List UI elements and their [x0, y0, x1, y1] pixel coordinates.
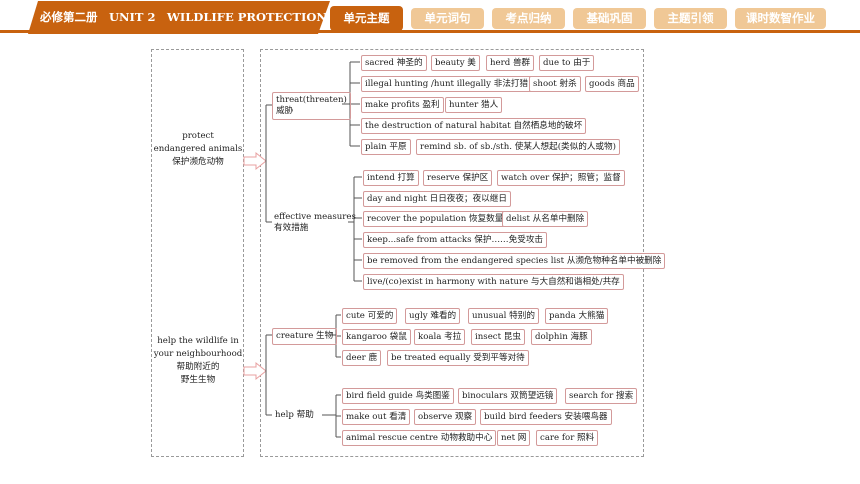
- category-threat-en: threat(threaten): [276, 95, 347, 105]
- topic-help-cn2: 野生生物: [180, 375, 216, 385]
- topic-protect-en1: protect: [182, 131, 214, 141]
- vocab-box: animal rescue centre 动物救助中心: [342, 430, 497, 446]
- vocab-box: observe 观察: [414, 409, 477, 425]
- title-band: [28, 1, 330, 34]
- header-rule: [0, 30, 860, 33]
- vocab-box: net 网: [497, 430, 531, 446]
- tab-unit-vocabulary[interactable]: 单元词句: [411, 8, 484, 29]
- vocab-box: the destruction of natural habitat 自然栖息地…: [361, 118, 587, 134]
- vocab-box: intend 打算: [363, 170, 419, 186]
- vocab-box: remind sb. of sb./sth. 使某人想起(类似的人或物): [416, 139, 620, 155]
- vocab-box: herd 兽群: [486, 55, 535, 71]
- vocab-box: sacred 神圣的: [361, 55, 427, 71]
- tab-theme-guide[interactable]: 主题引领: [654, 8, 727, 29]
- arrow-right-icon: [243, 361, 267, 381]
- topic-help-cn1: 帮助附近的: [176, 362, 220, 372]
- vocab-box: kangaroo 袋鼠: [342, 329, 411, 345]
- topic-help: help the wildlife in your neighbourhood …: [152, 335, 244, 387]
- vocab-box: be treated equally 受到平等对待: [387, 350, 529, 366]
- vocab-box: illegal hunting /hunt illegally 非法打猎: [361, 76, 533, 92]
- tab-homework[interactable]: 课时数智作业: [735, 8, 826, 29]
- category-threat: threat(threaten) 威胁: [272, 92, 351, 120]
- topic-protect-cn: 保护濒危动物: [172, 157, 224, 167]
- vocab-box: bird field guide 鸟类图鉴: [342, 388, 454, 404]
- vocab-box: binoculars 双筒望远镜: [458, 388, 558, 404]
- vocab-box: unusual 特别的: [468, 308, 539, 324]
- vocab-box: make profits 盈利: [361, 97, 444, 113]
- category-measures-en: effective measures: [274, 212, 356, 222]
- vocab-box: dolphin 海豚: [531, 329, 592, 345]
- category-creature: creature 生物: [272, 328, 338, 345]
- tab-unit-theme[interactable]: 单元主题: [330, 6, 403, 31]
- vocab-box: build bird feeders 安装喂鸟器: [480, 409, 612, 425]
- vocab-box: deer 鹿: [342, 350, 382, 366]
- vocab-box: cute 可爱的: [342, 308, 398, 324]
- top-header: 必修第二册 UNIT 2 WILDLIFE PROTECTION 单元主题 单元…: [0, 0, 860, 36]
- vocab-box: shoot 射杀: [529, 76, 581, 92]
- vocab-box: ugly 难看的: [405, 308, 461, 324]
- topic-help-en2: your neighbourhood: [153, 349, 243, 359]
- vocab-box: hunter 猎人: [445, 97, 503, 113]
- topic-protect: protect endangered animals 保护濒危动物: [152, 130, 244, 169]
- vocab-box: make out 看清: [342, 409, 411, 425]
- vocab-box: plain 平原: [361, 139, 411, 155]
- vocab-box: reserve 保护区: [423, 170, 493, 186]
- vocab-box: recover the population 恢复数量: [363, 211, 508, 227]
- tab-basic-practice[interactable]: 基础巩固: [573, 8, 646, 29]
- vocab-box: be removed from the endangered species l…: [363, 253, 666, 269]
- category-help: help 帮助: [275, 410, 314, 420]
- category-measures-cn: 有效措施: [274, 223, 309, 233]
- vocab-box: day and night 日日夜夜；夜以继日: [363, 191, 511, 207]
- topic-protect-en2: endangered animals: [153, 144, 243, 154]
- vocab-box: koala 考拉: [414, 329, 466, 345]
- category-threat-cn: 威胁: [276, 106, 294, 116]
- vocab-box: watch over 保护；照管；监督: [497, 170, 625, 186]
- arrow-right-icon: [243, 151, 267, 171]
- vocab-box: live/(co)exist in harmony with nature 与大…: [363, 274, 624, 290]
- tab-key-points[interactable]: 考点归纳: [492, 8, 565, 29]
- vocab-box: beauty 美: [431, 55, 480, 71]
- vocab-box: keep...safe from attacks 保护……免受攻击: [363, 232, 548, 248]
- vocab-box: goods 商品: [585, 76, 639, 92]
- vocab-box: care for 照料: [536, 430, 599, 446]
- vocab-box: due to 由于: [539, 55, 595, 71]
- vocab-box: insect 昆虫: [471, 329, 525, 345]
- category-measures: effective measures 有效措施: [271, 210, 359, 236]
- vocab-box: search for 搜索: [565, 388, 638, 404]
- left-topic-frame: [151, 49, 244, 457]
- vocab-box: panda 大熊猫: [545, 308, 609, 324]
- unit-title: 必修第二册 UNIT 2 WILDLIFE PROTECTION: [40, 10, 327, 24]
- topic-help-en1: help the wildlife in: [157, 336, 239, 346]
- vocab-box: delist 从名单中删除: [502, 211, 589, 227]
